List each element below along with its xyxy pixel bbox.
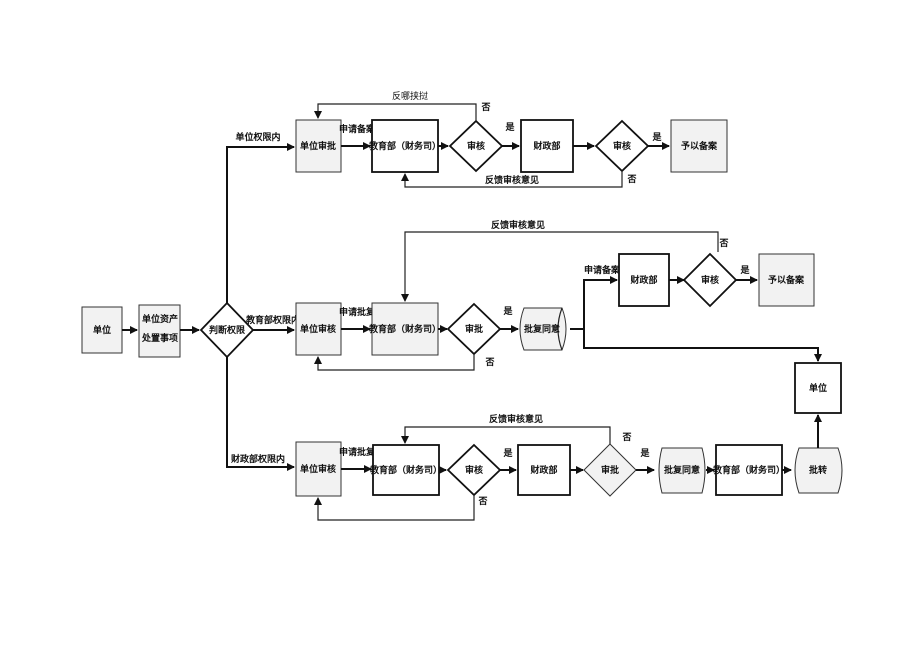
mof-3-label: 财政部 bbox=[529, 464, 557, 476]
line-doc2-to-mof2 bbox=[570, 276, 618, 330]
moe-3b-box bbox=[715, 444, 783, 496]
audit-1-yes-label: 是 bbox=[504, 122, 515, 133]
feedback-line-3 bbox=[401, 426, 611, 444]
asset-disposal-label-1: 单位资产 bbox=[142, 313, 178, 325]
moe-1-label: 教育部（财务司） bbox=[368, 140, 441, 152]
asset-disposal-box bbox=[138, 304, 181, 358]
approve-2-yes-label: 是 bbox=[502, 306, 513, 317]
audit-2-no-label: 否 bbox=[718, 238, 728, 249]
feedback-3-label: 反馈审核意见 bbox=[489, 413, 543, 425]
audit-1-label: 审核 bbox=[467, 140, 485, 152]
mof-3-box bbox=[517, 444, 571, 496]
branch-line-unit bbox=[226, 143, 295, 303]
doc-reply-2-edge bbox=[557, 307, 563, 351]
moe-3-box bbox=[372, 444, 440, 496]
unit-review-2-label: 单位审核 bbox=[300, 323, 336, 335]
approve-3-yes-label: 是 bbox=[639, 448, 650, 459]
audit-1b-label: 审核 bbox=[613, 140, 631, 152]
doc-reply-2-label: 批复同意 bbox=[524, 323, 560, 335]
audit-1-diamond bbox=[448, 119, 504, 173]
moe-2-label: 教育部（财务司） bbox=[368, 323, 441, 335]
approve-2-no-label: 否 bbox=[484, 357, 494, 368]
feedback-1b-label: 反馈审核意见 bbox=[485, 174, 539, 186]
mof-1-box bbox=[520, 119, 574, 173]
audit-3-yes-label: 是 bbox=[502, 448, 513, 459]
approve-3-label: 审批 bbox=[601, 464, 619, 476]
unit-end-box bbox=[794, 362, 842, 414]
apply-approve-2-label: 申请批复 bbox=[339, 306, 376, 318]
feedback-2-label: 反馈审核意见 bbox=[491, 219, 545, 231]
record-1-label: 予以备案 bbox=[681, 140, 718, 152]
approve-2-label: 审批 bbox=[465, 323, 483, 335]
unit-review-3-label: 单位审核 bbox=[300, 463, 336, 475]
unit-review-1-label: 单位审批 bbox=[300, 140, 336, 152]
moe-3b-label: 教育部（财务司） bbox=[712, 464, 785, 476]
record-2-label: 予以备案 bbox=[768, 274, 805, 286]
reject-line-3 bbox=[314, 495, 475, 521]
approve-3-no-label: 否 bbox=[621, 432, 631, 443]
apply-record-1-label: 申请备案 bbox=[339, 123, 376, 135]
reject-line-2 bbox=[314, 354, 475, 371]
branch-line-mof bbox=[226, 357, 295, 471]
moe-1-box bbox=[371, 119, 439, 173]
branch-unit-label: 单位权限内 bbox=[235, 131, 280, 143]
unit-start-box bbox=[81, 306, 123, 354]
feedback-1-label: 反哪挟挝 bbox=[392, 90, 428, 102]
audit-2-label: 审核 bbox=[701, 274, 719, 286]
audit-1-no-label: 否 bbox=[480, 102, 490, 113]
audit-3-label: 审核 bbox=[465, 464, 483, 476]
mof-2-label: 财政部 bbox=[629, 274, 657, 286]
branch-mof-label: 财政部权限内 bbox=[230, 453, 285, 465]
feedback-line-2 bbox=[401, 231, 719, 302]
apply-record-2-label: 申请备案 bbox=[584, 264, 621, 276]
audit-2-yes-label: 是 bbox=[739, 265, 750, 276]
feedback-line-1-top bbox=[314, 103, 477, 121]
mof-1-label: 财政部 bbox=[532, 140, 560, 152]
record-1-box bbox=[670, 119, 728, 173]
line-doc2-to-unit-end bbox=[583, 329, 822, 362]
record-2-box bbox=[758, 253, 815, 307]
unit-start-label: 单位 bbox=[93, 324, 111, 336]
moe-3-label: 教育部（财务司） bbox=[369, 464, 442, 476]
audit-1b-no-label: 否 bbox=[626, 174, 636, 185]
asset-disposal-label-2: 处置事项 bbox=[141, 332, 178, 344]
doc-reply-3-shape bbox=[658, 447, 706, 494]
unit-review-3-box bbox=[295, 441, 342, 497]
apply-approve-3-label: 申请批复 bbox=[339, 446, 376, 458]
audit-3-no-label: 否 bbox=[477, 496, 487, 507]
doc-forward-3-shape bbox=[794, 447, 843, 494]
branch-moe-label: 教育部权限内 bbox=[245, 314, 300, 326]
feedback-line-1-bottom bbox=[401, 171, 623, 188]
judge-authority-label: 判断权限 bbox=[209, 324, 246, 336]
approve-3-diamond bbox=[583, 443, 637, 497]
doc-reply-3-label: 批复同意 bbox=[664, 464, 700, 476]
audit-1b-yes-label: 是 bbox=[651, 132, 662, 143]
doc-forward-3-label: 批转 bbox=[809, 464, 827, 476]
unit-review-2-box bbox=[295, 302, 342, 356]
audit-2-diamond bbox=[682, 252, 738, 308]
unit-end-label: 单位 bbox=[809, 382, 827, 394]
